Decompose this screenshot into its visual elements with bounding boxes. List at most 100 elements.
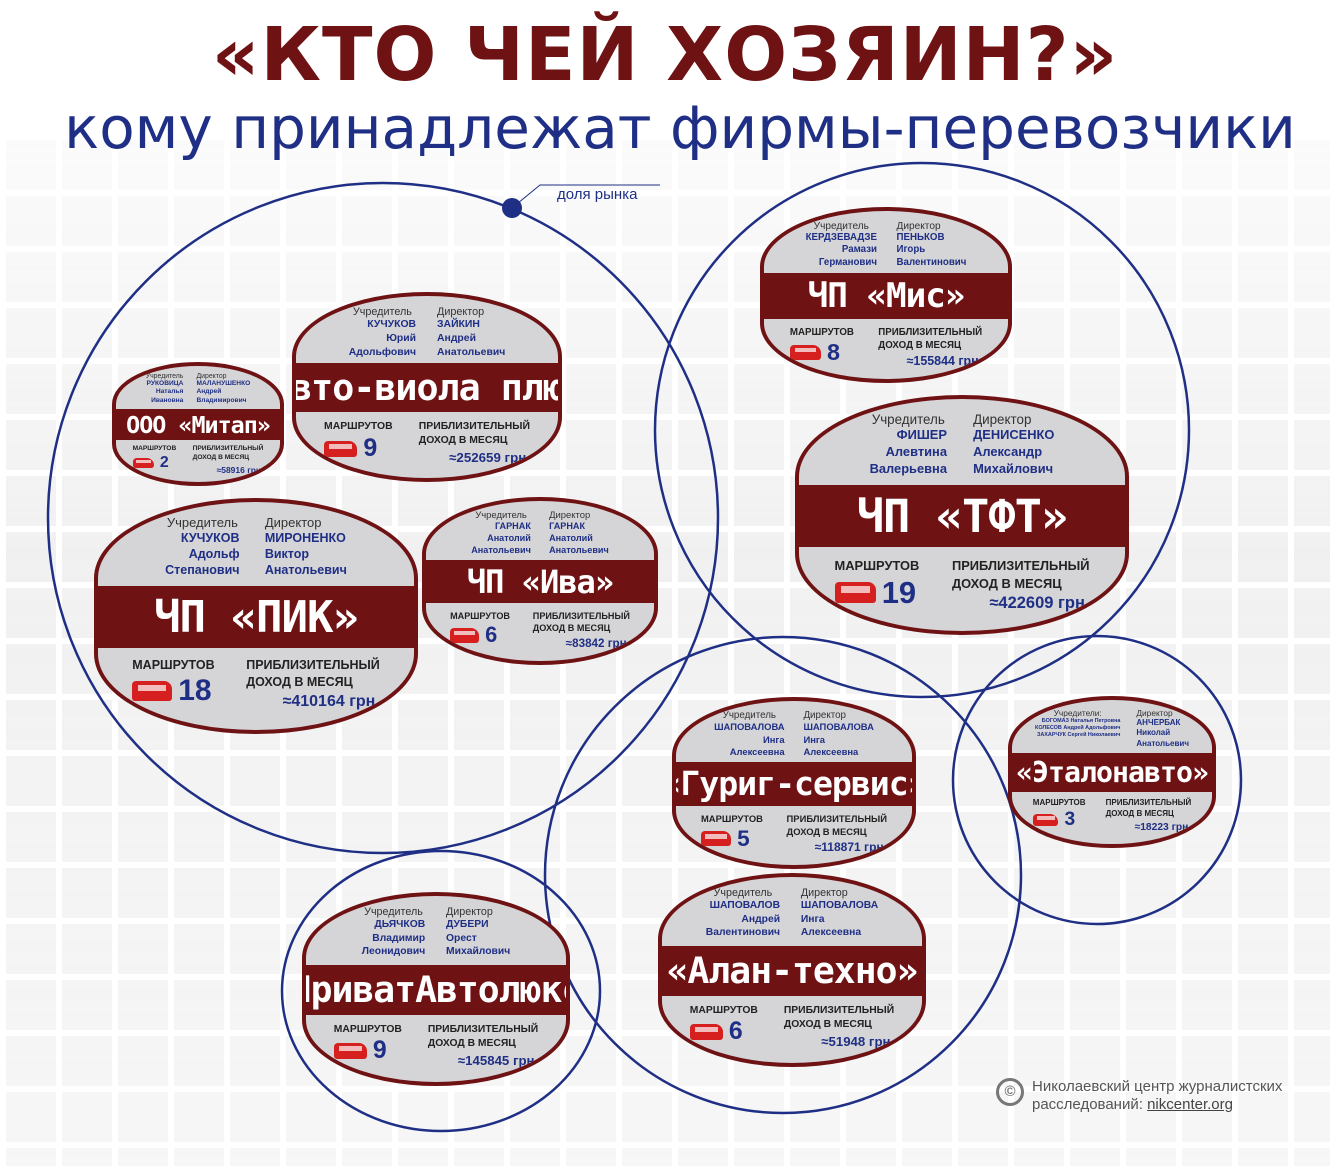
director-name: Андрей — [196, 388, 222, 396]
director-label: Директор — [446, 906, 493, 919]
director-name: Валентинович — [896, 257, 967, 268]
founder-name: КУЧУКОВ — [367, 319, 417, 331]
director-name: ДУБЕРИ — [446, 919, 489, 931]
founder-name: Алексеевна — [729, 745, 785, 757]
director-name: ДЕНИСЕНКО — [973, 427, 1055, 443]
routes-count: 5 — [737, 825, 750, 851]
routes-label: МАРШРУТОВ — [132, 658, 215, 673]
footer-org: Николаевский центр журналистских — [1032, 1078, 1283, 1095]
group-circle-shapovalov — [543, 635, 1023, 1115]
routes-label: МАРШРУТОВ — [700, 813, 763, 825]
routes-label: МАРШРУТОВ — [1032, 798, 1086, 808]
founder-label: Учредитель — [871, 412, 945, 428]
monthly-income: ≈410164 грн. — [282, 693, 380, 711]
founder-name: Ивановна — [151, 396, 184, 404]
director-name: ЗАЙКИН — [437, 319, 480, 331]
routes-count: 2 — [159, 454, 169, 472]
founder-name: КОЛЕСОВ Андрей Адольфович — [1035, 725, 1121, 732]
director-label: Директор — [437, 306, 485, 319]
director-name: Анатольевич — [1136, 738, 1189, 748]
bus-icon — [132, 681, 173, 702]
group-circle-kuchukov — [46, 181, 720, 855]
founder-label: Учредители: — [1053, 708, 1102, 718]
founder-name: ГАРНАК — [494, 521, 531, 532]
routes-label: МАРШРУТОВ — [324, 421, 393, 433]
copyright-icon: © — [996, 1078, 1024, 1106]
director-name: Инга — [800, 913, 825, 925]
routes-label: МАРШРУТОВ — [450, 611, 510, 622]
founder-name: Юрий — [386, 332, 417, 344]
monthly-income: ≈83842 грн. — [565, 636, 630, 650]
company-name: ЧП «Ива» — [426, 560, 654, 604]
director-name: Алексеевна — [800, 927, 862, 939]
page-subtitle: кому принадлежат фирмы-перевозчики — [64, 94, 1296, 162]
company-name: «Алан-техно» — [662, 945, 922, 997]
group-circle-privat — [280, 849, 602, 1133]
director-name: Анатольевич — [264, 563, 347, 578]
founder-name: Леонидович — [361, 946, 426, 958]
routes-count: 6 — [728, 1017, 743, 1045]
founder-name: Наталья — [155, 388, 184, 396]
routes-count: 3 — [1064, 808, 1076, 830]
director-name: Анатолий — [549, 532, 593, 543]
background-grid — [0, 140, 1330, 1166]
founder-name: ШАПОВАЛОВА — [714, 721, 785, 733]
director-label: Директор — [264, 514, 322, 530]
routes-label: МАРШРУТОВ — [132, 445, 177, 453]
bus-icon — [789, 344, 821, 361]
group-circle-mis-tft — [653, 161, 1191, 699]
director-name: Анатольевич — [437, 346, 506, 358]
founder-name: Андрей — [741, 913, 781, 925]
footer-link[interactable]: nikcenter.org — [1147, 1096, 1233, 1113]
company-name: «Авто-виола плюс» — [296, 363, 558, 413]
founder-label: Учредитель — [145, 372, 184, 380]
bus-icon — [333, 1042, 367, 1060]
footer-org2: расследований: — [1032, 1096, 1148, 1113]
company-name: ООО «Митап» — [116, 408, 280, 441]
routes-label: МАРШРУТОВ — [689, 1004, 758, 1016]
company-name: ЧП «Мис» — [764, 273, 1008, 319]
founder-name: Инга — [762, 733, 785, 745]
director-name: Николай — [1136, 728, 1171, 738]
company-name: «Гуриг-сервис» — [676, 761, 912, 806]
director-name: Александр — [973, 443, 1043, 459]
director-name: Инга — [803, 733, 826, 745]
founder-name: Адольфович — [348, 346, 417, 358]
director-name: МИРОНЕНКО — [264, 530, 346, 545]
founder-name: Рамази — [841, 244, 878, 256]
founder-label: Учредитель — [722, 710, 776, 722]
founder-name: ЗАХАРЧУК Сергей Николаевич — [1036, 732, 1121, 739]
monthly-income: ≈51948 грн. — [821, 1033, 895, 1049]
routes-count: 9 — [363, 434, 378, 463]
monthly-income: ≈422609 грн. — [989, 594, 1090, 612]
founder-label: Учредитель — [166, 514, 238, 530]
monthly-income: ≈252659 грн. — [449, 450, 530, 466]
director-label: Директор — [800, 887, 848, 900]
founder-name: Германович — [818, 257, 878, 268]
founder-label: Учредитель — [713, 887, 773, 900]
director-name: Михайлович — [446, 946, 511, 958]
routes-label: МАРШРУТОВ — [834, 558, 920, 574]
director-label: Директор — [803, 710, 846, 722]
company-name: ЧП «ПИК» — [98, 586, 414, 648]
bus-icon — [450, 628, 480, 643]
routes-count: 9 — [372, 1036, 387, 1064]
monthly-income: ≈118871 грн. — [814, 840, 888, 855]
founder-name: Анатольевич — [471, 544, 531, 555]
bus-icon — [132, 457, 154, 469]
director-name: Анатольевич — [549, 544, 609, 555]
